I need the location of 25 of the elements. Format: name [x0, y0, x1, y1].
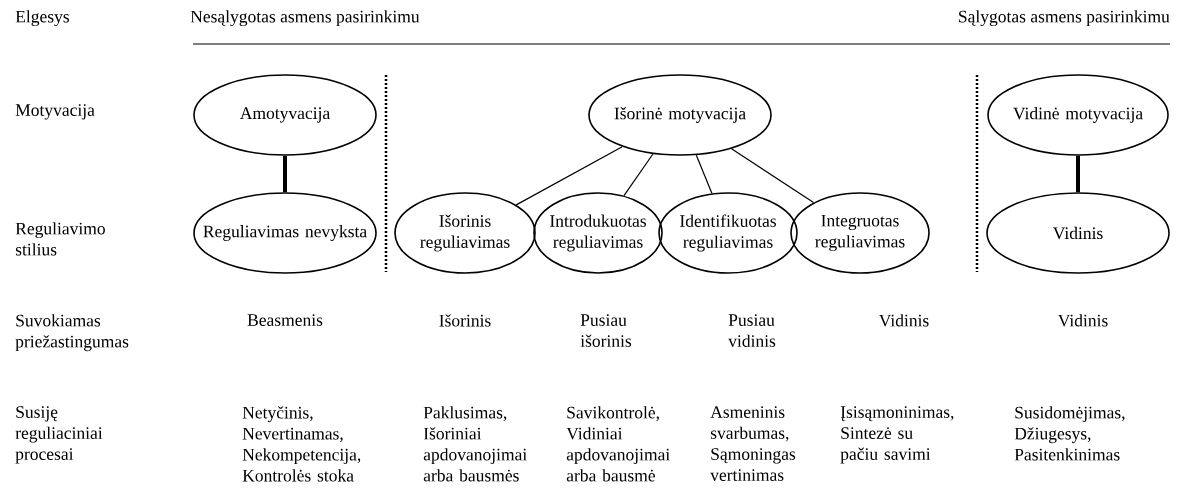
text-label: Pusiau vidinis — [728, 314, 776, 347]
text-label: Sąlygotas asmens pasirinkimu — [959, 10, 1170, 27]
text-label: Susidomėjimas, Džiugesys, Pasitenkinimas — [1014, 406, 1125, 461]
text-label: Motyvacija — [15, 104, 95, 120]
connector-line — [695, 154, 713, 194]
text-label: Vidinis — [1058, 314, 1108, 327]
text-label: Nesąlygotas asmens pasirinkimu — [190, 10, 420, 27]
text-label: Išorinis — [439, 314, 491, 327]
text-label: Elgesys — [15, 10, 69, 27]
text-label: Vidinis — [879, 314, 929, 327]
text-label: Suvokiamas priežastingumas — [15, 314, 129, 352]
text-label: Netyčinis, Nevertinamas, Nekompetencija, Kontrolės stoka — [242, 406, 361, 482]
connector-line — [623, 153, 654, 197]
text-label: Pusiau išorinis — [580, 314, 632, 347]
text-label: Asmeninis svarbumas, Sąmoningas vertinimas — [710, 406, 796, 481]
text-label: Reguliavimo stilius — [15, 222, 105, 256]
text-label: Paklusimas, Išoriniai apdovanojimai arba bausmės — [423, 406, 527, 482]
connector-line — [730, 148, 815, 204]
text-label: Įsisąmoninimas, Sintezė su pačiu savimi — [840, 406, 954, 464]
connector-line — [515, 146, 623, 206]
text-label: Savikontrolė, Vidiniai apdovanojimai arba bausmė — [566, 406, 670, 482]
text-label: Susiję reguliaciniai procesai — [15, 406, 103, 464]
connector-line — [1076, 155, 1080, 193]
text-label: Beasmenis — [247, 314, 323, 326]
connector-line — [283, 155, 287, 193]
